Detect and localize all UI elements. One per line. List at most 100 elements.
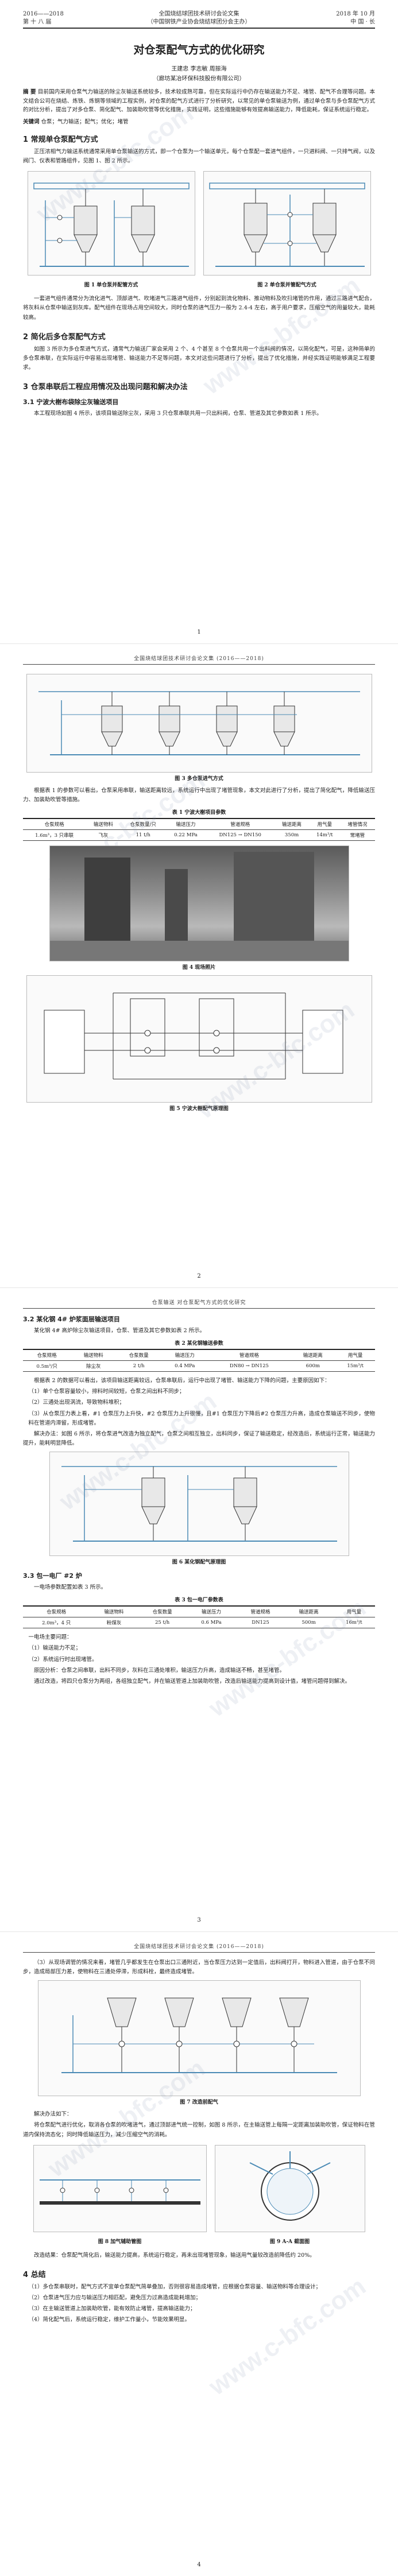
figure-row-1-2: 图 1 单仓泵并配管方式 图 2 单仓泵并管配气方式 xyxy=(23,168,375,293)
figure-9-diagram xyxy=(214,2144,365,2232)
table-header-cell: 输送物料 xyxy=(90,1605,138,1618)
table-3: 仓泵规格输送物料仓泵数量输送压力管道规格输送距离用气量 2.0m³，4 只粉煤灰… xyxy=(23,1605,375,1629)
figure-3-diagram xyxy=(26,674,372,773)
page-number: 3 xyxy=(197,1917,201,1923)
table-cell: 11 t/h xyxy=(121,829,166,841)
figure-4-photo xyxy=(49,845,349,962)
table-1-caption: 表 1 宁波大榭项目参数 xyxy=(172,810,226,816)
list-item: （3）从仓泵压力表上看，#1 仓泵压力上升快，#2 仓泵压力上升很慢，且#1 仓… xyxy=(28,1410,376,1426)
figure-9: 图 9 A-A 截面图 xyxy=(214,2142,365,2249)
section-2-paragraph: 如图 3 所示为多仓泵进气方式，通常气力输送厂家会采用 2 个、4 个甚至 8 … xyxy=(23,346,375,371)
section-3-1-paragraph: 本工程现场如图 4 所示，该项目输送除尘灰，采用 3 只仓泵串联共用一只出料阀，… xyxy=(34,410,322,417)
table-cell: 14m³/t xyxy=(309,829,340,841)
page-3: www.c-bfc.com www.c-bfc.com 仓泵输送 对仓泵配气方式… xyxy=(0,1288,398,1932)
figure-1: 图 1 单仓泵并配管方式 xyxy=(27,168,195,293)
table-header-cell: 输送物料 xyxy=(71,1349,117,1361)
section-3-3-list: 一电场主要问题： （1）输送能力不足； （2）系统运行时出现堵管。 xyxy=(23,1633,375,1664)
section-3-2-paragraph: 某化钢 4# 高炉除尘灰输送项目，仓泵、管道及其它参数如表 2 所示。 xyxy=(34,1328,206,1334)
table-cell: 1.6m³，3 只串联 xyxy=(23,829,86,841)
section-3-heading: 3 仓泵串联后工程应用情况及出现问题和解决办法 xyxy=(23,383,188,392)
section-4-heading: 4 总结 xyxy=(23,2270,46,2279)
figure-7-diagram xyxy=(37,1980,361,2097)
list-item: （3）在主输送管道上加装助吹管，能有效防止堵管，提高输送能力； xyxy=(28,2306,196,2313)
figure-3-caption: 图 3 多仓泵进气方式 xyxy=(175,776,223,782)
table-cell: 0.22 MPa xyxy=(165,829,206,841)
figure-5-diagram xyxy=(26,975,372,1103)
list-item: （1）多仓泵串联时，配气方式不宜单仓泵配气简单叠加，否则很容易造成堵管，应根据仓… xyxy=(28,2283,322,2290)
table-3-header-row: 仓泵规格输送物料仓泵数量输送压力管道规格输送距离用气量 xyxy=(23,1605,375,1618)
paper-title: 对仓泵配气方式的优化研究 xyxy=(133,44,265,56)
table-cell: 500m xyxy=(284,1617,333,1629)
table-2-header-row: 仓泵规格输送物料仓泵数量输送压力管道规格输送距离用气量 xyxy=(23,1349,375,1361)
abstract: 摘 要 目前国内采用仓泵气力输送的除尘灰输送系统较多，技术较成熟可靠，但在实际运… xyxy=(23,88,375,115)
section-3-3-paragraph-7: 改造结果：仓泵配气简化后，输送能力提高，系统运行稳定，再未出现堵管现象，输送用气… xyxy=(34,2252,315,2259)
keywords: 关键词 仓泵；气力输送；配气；优化；堵管 xyxy=(23,117,375,125)
table-cell: 2 t/h xyxy=(116,1360,162,1372)
section-1-paragraph-2: 一套进气组件通常分为流化进气、顶部进气、吹堵进气三路进气组件，分别起到流化物料、… xyxy=(23,296,375,321)
figure-1-diagram xyxy=(27,171,195,276)
running-header: 全国烧结球团技术研讨会论文集 (2016——2018) xyxy=(23,654,375,665)
table-cell: 350m xyxy=(274,829,310,841)
table-header-cell: 仓泵规格 xyxy=(23,818,86,831)
table-1-header-row: 仓泵规格输送物料仓泵数量/只输送压力管道规格输送距离用气量堵管情况 xyxy=(23,818,375,831)
table-header-cell: 堵管情况 xyxy=(339,818,375,831)
table-header-cell: 输送压力 xyxy=(165,818,206,831)
figure-8: 图 8 加气辅助管图 xyxy=(33,2142,207,2249)
section-3-3-paragraph-2: 原因分析：仓泵之间串联，出料不同步，灰料在三通处堆积，输送压力升高，造成输送不畅… xyxy=(34,1667,285,1674)
table-cell: 15m³/t xyxy=(335,1360,375,1372)
table-header-cell: 管道规格 xyxy=(236,1605,285,1618)
section-3-2-paragraph-2: 根据表 2 的数据可以看出，该项目输送距离较远，仓泵串联后，运行中出现了堵管、输… xyxy=(34,1378,330,1384)
table-cell: 常堵管 xyxy=(339,829,375,841)
section-3-3-paragraph-3: 通过改造，将四只仓泵分为两组，各组独立配气，并在输送管道上加装助吹管，改造后输送… xyxy=(34,1678,351,1685)
figure-1-caption: 图 1 单仓泵并配管方式 xyxy=(84,282,138,289)
list-item: （1）单个仓泵容量较小，排料时间较短，仓泵之间出料不同步； xyxy=(28,1388,185,1395)
section-3-1-paragraph-2: 根据表 1 的参数可以看出，仓泵采用串联，输送距离较远，系统运行中出现了堵管现象… xyxy=(23,787,375,804)
table-cell: 0.4 MPa xyxy=(161,1360,208,1372)
table-header-cell: 用气量 xyxy=(309,818,340,831)
abstract-text: 目前国内采用仓泵气力输送的除尘灰输送系统较多，技术较成熟可靠，但在实际运行中仍存… xyxy=(23,89,375,114)
table-header-cell: 管道规格 xyxy=(206,818,275,831)
table-header-cell: 输送压力 xyxy=(161,1349,208,1361)
list-item: （2）仓泵进气压力应与输送压力相匹配，避免压力过高造成能耗增加； xyxy=(28,2294,202,2301)
table-header-cell: 仓泵数量/只 xyxy=(121,818,166,831)
section-2-heading: 2 简化后多仓泵配气方式 xyxy=(23,332,106,342)
table-cell: DN125 → DN150 xyxy=(206,829,275,841)
table-header-cell: 仓泵数量 xyxy=(116,1349,162,1361)
figure-7-caption: 图 7 改造前配气 xyxy=(180,2100,218,2106)
figure-9-caption: 图 9 A-A 截面图 xyxy=(269,2239,310,2245)
figure-5-caption: 图 5 宁波大榭配气原理图 xyxy=(169,1106,229,1112)
page-number: 1 xyxy=(197,629,201,635)
table-cell: DN125 xyxy=(236,1617,285,1629)
table-1: 仓泵规格输送物料仓泵数量/只输送压力管道规格输送距离用气量堵管情况 1.6m³，… xyxy=(23,818,375,841)
table-cell: 除尘灰 xyxy=(71,1360,117,1372)
table-cell: DN80 → DN125 xyxy=(208,1360,291,1372)
table-3-caption: 表 3 包一电厂参数表 xyxy=(175,1597,223,1604)
section-1-heading: 1 常规单仓泵配气方式 xyxy=(23,135,98,145)
page-number: 2 xyxy=(197,1273,201,1279)
table-header-cell: 用气量 xyxy=(335,1349,375,1361)
table-header-cell: 仓泵规格 xyxy=(23,1349,71,1361)
header-center-top: 全国烧结球团技术研讨会论文集 xyxy=(159,11,239,17)
table-cell: 飞灰 xyxy=(86,829,121,841)
figure-2-caption: 图 2 单仓泵并管配气方式 xyxy=(257,282,316,289)
section-4-list: （1）多仓泵串联时，配气方式不宜单仓泵配气简单叠加，否则很容易造成堵管，应根据仓… xyxy=(23,2283,375,2325)
list-item: （1）输送能力不足； xyxy=(28,1645,82,1652)
list-item: 一电场主要问题： xyxy=(28,1634,72,1641)
page-2: www.c-bfc.com www.c-bfc.com 全国烧结球团技术研讨会论… xyxy=(0,644,398,1288)
header-left-top: 2016——2018 xyxy=(23,11,64,17)
section-3-2-list: （1）单个仓泵容量较小，排料时间较短，仓泵之间出料不同步； （2）三通处出现涡流，… xyxy=(23,1387,376,1428)
page-number: 4 xyxy=(197,2562,201,2568)
table-header-cell: 输送距离 xyxy=(274,818,310,831)
figure-2-diagram xyxy=(203,171,371,276)
list-item: （4）简化配气后，系统运行稳定，维护工作量小，节能效果明显。 xyxy=(28,2317,191,2323)
table-header-cell: 仓泵数量 xyxy=(138,1605,187,1618)
list-item: （2）三通处出现涡流，导致物料堆积； xyxy=(28,1399,125,1406)
proceedings-header: 2016——2018 第 十 八 届 全国烧结球团技术研讨会论文集 （中国钢铁产… xyxy=(23,10,375,29)
table-cell: 600m xyxy=(290,1360,336,1372)
list-item: （2）系统运行时出现堵管。 xyxy=(28,1656,98,1663)
section-3-3-paragraph-6: 将仓泵配气进行优化，取消各仓泵的吹堵进气，通过顶部进气统一控制，如图 8 所示，… xyxy=(23,2122,375,2138)
page-4: www.c-bfc.com www.c-bfc.com 全国烧结球团技术研讨会论… xyxy=(0,1932,398,2576)
figure-8-diagram xyxy=(33,2144,207,2232)
